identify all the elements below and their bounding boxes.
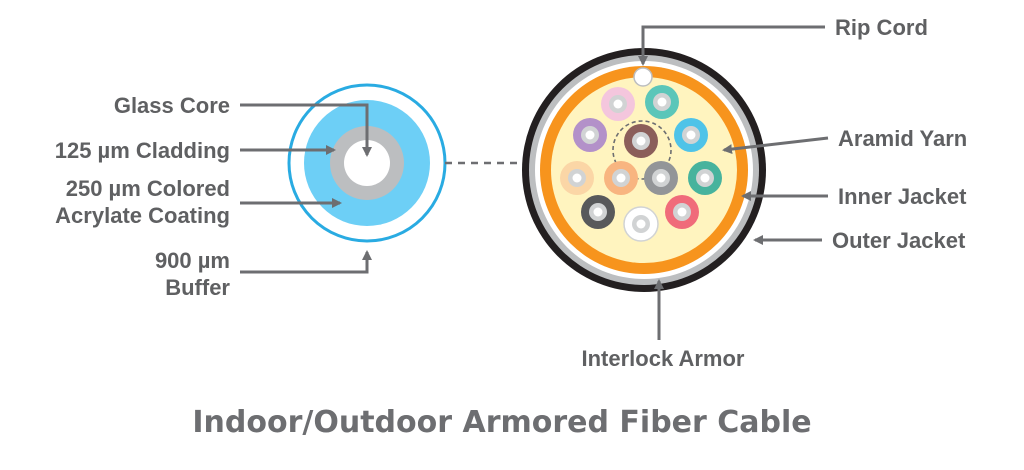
fiber-core [585,130,595,140]
cable-callouts: Rip Cord Aramid Yarn Inner Jacket Outer … [581,15,967,371]
label-coating-line1: 250 µm Colored [66,176,230,201]
diagram-title: Indoor/Outdoor Armored Fiber Cable [192,405,811,440]
label-buffer-line1: 900 µm [155,248,230,273]
cable-fibers [560,85,722,242]
fiber-core [677,207,687,217]
label-aramid-yarn: Aramid Yarn [838,126,967,151]
leader-rip-cord [638,25,825,66]
fiber-core [636,219,646,229]
cable-fiber [560,161,594,195]
cable-fiber [674,118,708,152]
label-outer-jacket: Outer Jacket [832,228,966,253]
label-coating-line2: Acrylate Coating [55,203,230,228]
leader-buffer [240,250,372,274]
label-rip-cord: Rip Cord [835,15,928,40]
leader-aramid-yarn [722,136,829,155]
cable-fiber [665,195,699,229]
fiber-callouts: Glass Core 125 µm Cladding 250 µm Colore… [55,93,372,300]
fiber-core [656,173,666,183]
armored-cable [522,48,766,292]
label-buffer-line2: Buffer [165,275,230,300]
cable-fiber [623,206,659,242]
cable-fiber [624,124,658,158]
fiber-core [636,136,646,146]
cable-fiber [688,161,722,195]
cable-fiber [573,118,607,152]
cable-fiber [581,195,615,229]
label-cladding: 125 µm Cladding [55,138,230,163]
label-inner-jacket: Inner Jacket [838,184,967,209]
fiber-core [616,173,626,183]
glass-core [344,140,390,186]
fiber-core [700,173,710,183]
fiber-core [686,130,696,140]
fiber-core [613,99,623,109]
cable-fiber [601,87,635,121]
label-interlock-armor: Interlock Armor [581,346,744,371]
cable-fiber [645,85,679,119]
rip-cord [633,67,653,87]
fiber-core [657,97,667,107]
cable-fiber [604,161,638,195]
leader-glass-core [240,103,372,157]
fiber-core [572,173,582,183]
cable-fiber [644,161,678,195]
central-strength-member-outline [612,120,672,180]
fiber-core [593,207,603,217]
label-glass-core: Glass Core [114,93,230,118]
